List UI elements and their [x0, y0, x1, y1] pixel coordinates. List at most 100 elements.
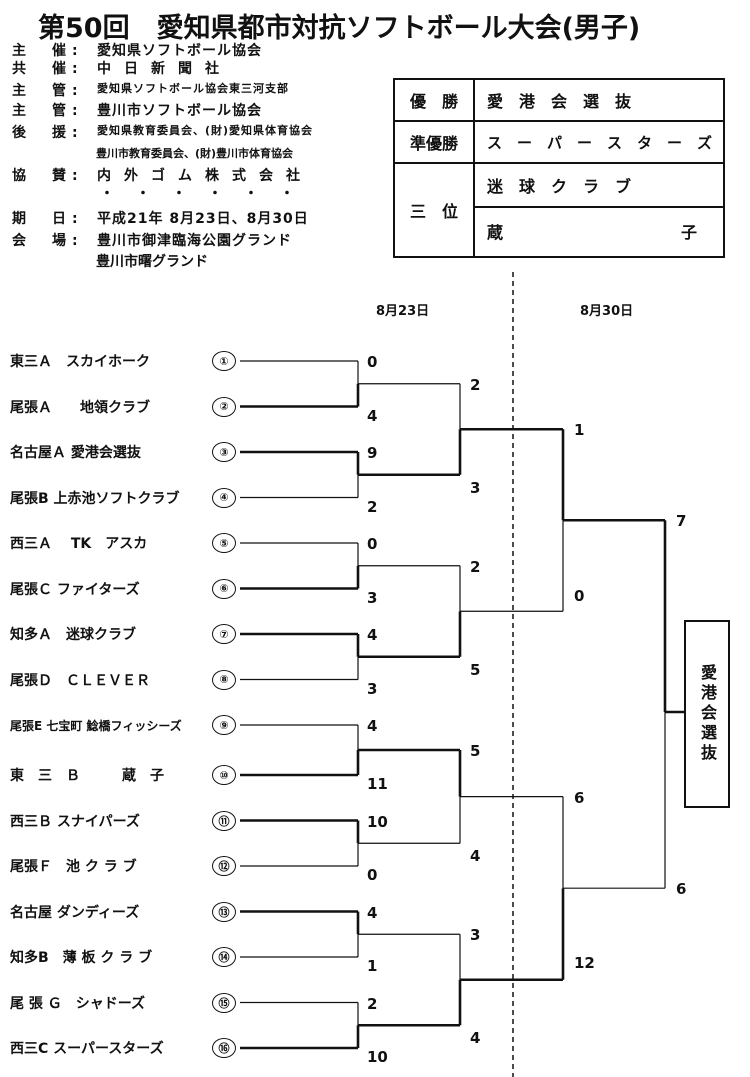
- info-support-2: 豊川市教育委員会、(財)豊川市体育協会: [96, 147, 294, 160]
- info-sponsor: 協 賛: 内外ゴム株式会社: [12, 168, 313, 184]
- seed-number: ②: [212, 396, 236, 417]
- team-name: 尾張Ｃ ファイターズ: [10, 581, 140, 598]
- match-score: 3: [367, 588, 378, 607]
- third-label: 三 位: [409, 202, 458, 221]
- results-divider: [395, 162, 723, 164]
- seed-number: ⑭: [212, 947, 236, 967]
- match-score: 0: [367, 535, 378, 553]
- match-score: 11: [367, 775, 388, 793]
- match-score: 4: [470, 1029, 481, 1048]
- seed-number: ⑤: [212, 533, 236, 553]
- info-organizer: 主 催: 愛知県ソフトボール協会: [12, 43, 262, 59]
- team-row: 知多Ａ 迷球クラブ ⑦: [10, 622, 238, 646]
- team-name: 尾張B 上赤池ソフトクラブ: [10, 490, 180, 507]
- team-row: 名古屋 ダンディーズ ⑬: [10, 900, 238, 924]
- team-row: 西三C スーパースターズ ⑯: [10, 1036, 238, 1060]
- winner-team: 愛 港 会 選 抜: [487, 92, 632, 111]
- third-team-2: 蔵 子: [487, 223, 697, 242]
- team-name: 尾張Ｆ 池 ク ラ ブ: [10, 859, 137, 875]
- match-score: 2: [367, 497, 378, 516]
- team-row: 尾張Ｆ 池 ク ラ ブ ⑫: [10, 854, 238, 878]
- team-name: 知多Ａ 迷球クラブ: [10, 627, 136, 643]
- date-day1: 8月23日: [376, 304, 430, 319]
- seed-number: ⑪: [212, 810, 236, 831]
- seed-number: ⑦: [212, 624, 236, 644]
- seed-number: ④: [212, 487, 236, 508]
- match-score: 0: [574, 587, 585, 606]
- info-management-2: 主 管: 豊川市ソフトボール協会: [12, 103, 262, 119]
- seed-number: ⑮: [212, 992, 236, 1013]
- seed-number: ⑧: [212, 669, 236, 690]
- team-row: 東 三 Ｂ 蔵 子 ⑩: [10, 763, 238, 787]
- runnerup-team: ス ー パ ー ス タ ー ズ: [487, 133, 713, 152]
- team-row: 尾張Ｄ ＣＬＥＶＥＲ ⑧: [10, 668, 238, 692]
- team-row: 西三Ｂ スナイパーズ ⑪: [10, 809, 238, 833]
- team-name: 名古屋 ダンディーズ: [10, 904, 140, 921]
- match-score: 10: [367, 1048, 388, 1066]
- team-name: 東 三 Ｂ 蔵 子: [10, 768, 164, 784]
- info-management-1: 主 管: 愛知県ソフトボール協会東三河支部: [12, 82, 289, 99]
- match-score: 3: [470, 926, 481, 945]
- match-score: 12: [574, 953, 595, 972]
- results-divider: [475, 206, 723, 208]
- match-score: 4: [367, 406, 378, 425]
- results-divider: [395, 120, 723, 122]
- team-name: 尾張Ａ 地領クラブ: [10, 399, 150, 416]
- seed-number: ⑬: [212, 901, 236, 922]
- team-row: 尾張Ａ 地領クラブ ②: [10, 395, 238, 419]
- match-score: 2: [470, 557, 481, 576]
- seed-number: ⑨: [212, 715, 236, 735]
- match-score: 5: [470, 742, 481, 760]
- match-score: 4: [470, 847, 481, 866]
- match-score: 2: [470, 375, 481, 394]
- match-score: 0: [367, 353, 378, 371]
- match-score: 4: [367, 717, 378, 735]
- team-name: 西三Ｂ スナイパーズ: [10, 813, 140, 830]
- info-dates: 期 日: 平成21年 8月23日、8月30日: [12, 211, 309, 227]
- team-name: 名古屋Ａ 愛港会選抜: [10, 445, 141, 461]
- runnerup-label: 準優勝: [409, 134, 458, 153]
- page-title: 第50回 愛知県都市対抗ソフトボール大会(男子): [38, 13, 641, 44]
- match-score: 9: [367, 444, 378, 462]
- info-support: 後 援: 愛知県教育委員会、(財)愛知県体育協会: [12, 124, 314, 141]
- match-score: 2: [367, 994, 378, 1013]
- match-score: 4: [367, 626, 378, 644]
- seed-number: ⑥: [212, 578, 236, 599]
- team-name: 尾張Ｄ ＣＬＥＶＥＲ: [10, 672, 150, 689]
- seed-number: ⑫: [212, 856, 236, 876]
- team-name: 知多B 薄 板 ク ラ ブ: [10, 950, 153, 966]
- match-score: 5: [470, 660, 481, 679]
- team-name: 尾張E 七宝町 鯰橋フィッシーズ: [10, 718, 182, 733]
- match-score: 6: [676, 880, 687, 899]
- results-table: 優 勝 愛 港 会 選 抜 準優勝 ス ー パ ー ス タ ー ズ 三 位 迷 …: [393, 78, 725, 258]
- match-score: 3: [470, 478, 481, 497]
- results-divider: [473, 80, 475, 256]
- seed-number: ⑯: [212, 1038, 236, 1058]
- match-score: 4: [367, 903, 378, 922]
- match-score: 7: [676, 512, 687, 531]
- team-row: 尾張Ｃ ファイターズ ⑥: [10, 577, 238, 601]
- info-venue: 会 場: 豊川市御津臨海公園グランド: [12, 233, 292, 249]
- match-score: 10: [367, 812, 388, 831]
- team-name: 西三Ａ TK アスカ: [10, 536, 148, 552]
- team-name: 東三Ａ スカイホーク: [10, 354, 150, 370]
- seed-number: ⑩: [212, 765, 236, 785]
- champion-box: 愛港会選抜: [684, 620, 730, 808]
- match-score: 6: [574, 788, 585, 807]
- team-row: 尾張E 七宝町 鯰橋フィッシーズ ⑨: [10, 713, 238, 737]
- date-day2: 8月30日: [580, 304, 634, 319]
- info-sponsor-dots: ・・・・・・: [100, 186, 316, 202]
- team-row: 尾張B 上赤池ソフトクラブ ④: [10, 486, 238, 510]
- match-score: 3: [367, 679, 378, 698]
- seed-number: ③: [212, 442, 236, 462]
- info-venue-2: 豊川市曙グランド: [96, 254, 208, 270]
- team-name: 尾 張 Ｇ シャドーズ: [10, 995, 146, 1012]
- match-score: 1: [574, 421, 585, 440]
- team-row: 尾 張 Ｇ シャドーズ ⑮: [10, 991, 238, 1015]
- team-name: 西三C スーパースターズ: [10, 1041, 164, 1057]
- team-row: 西三Ａ TK アスカ ⑤: [10, 531, 238, 555]
- winner-label: 優 勝: [409, 92, 458, 111]
- team-row: 知多B 薄 板 ク ラ ブ ⑭: [10, 945, 238, 969]
